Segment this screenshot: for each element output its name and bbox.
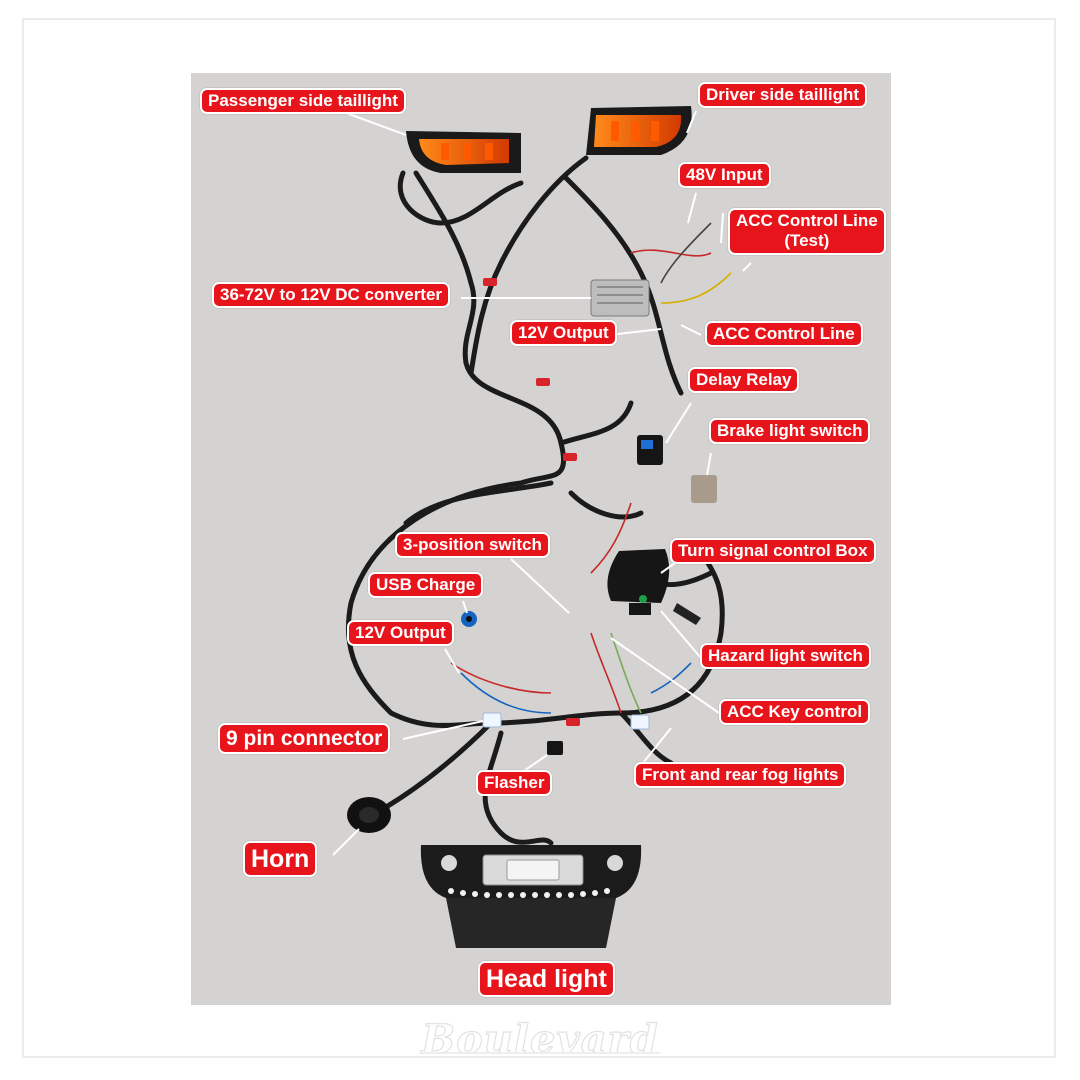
label-dc-converter: 36-72V to 12V DC converter bbox=[212, 282, 451, 309]
flasher-shape bbox=[547, 741, 563, 755]
label-delay-relay: Delay Relay bbox=[688, 367, 800, 394]
harness-drawing bbox=[332, 106, 752, 948]
label-acc-control-line-test: ACC Control Line (Test) bbox=[728, 208, 886, 255]
label-turn-signal-control-box: Turn signal control Box bbox=[670, 538, 876, 565]
passenger-taillight-shape bbox=[406, 131, 521, 173]
delay-relay-shape bbox=[637, 435, 663, 465]
driver-taillight-shape bbox=[586, 106, 692, 155]
label-48v-input: 48V Input bbox=[678, 162, 771, 189]
brake-switch-shape bbox=[691, 475, 717, 503]
label-passenger-side-taillight: Passenger side taillight bbox=[200, 88, 406, 115]
label-head-light: Head light bbox=[478, 961, 615, 997]
headlight-shape bbox=[420, 845, 642, 948]
label-12v-output-top: 12V Output bbox=[510, 320, 617, 347]
nine-pin-connector-shape bbox=[482, 712, 502, 728]
label-acc-control-line: ACC Control Line bbox=[705, 321, 863, 348]
label-3-position-switch: 3-position switch bbox=[395, 532, 550, 559]
label-acc-control-line-test-line2: (Test) bbox=[784, 231, 830, 251]
label-horn: Horn bbox=[243, 841, 318, 877]
label-brake-light-switch: Brake light switch bbox=[709, 418, 871, 445]
signal-wires bbox=[450, 222, 732, 714]
outer-frame bbox=[22, 18, 1056, 1058]
label-driver-side-taillight: Driver side taillight bbox=[698, 82, 868, 109]
label-flasher: Flasher bbox=[476, 770, 553, 797]
label-12v-output-bottom: 12V Output bbox=[347, 620, 454, 647]
brand-watermark-logo: Boulevard bbox=[421, 1015, 659, 1063]
label-9-pin-connector: 9 pin connector bbox=[218, 723, 391, 755]
watermark-underline bbox=[420, 1052, 660, 1054]
label-hazard-light-switch: Hazard light switch bbox=[700, 643, 871, 670]
label-usb-charge: USB Charge bbox=[368, 572, 484, 599]
label-acc-control-line-test-line1: ACC Control Line bbox=[736, 211, 878, 230]
label-acc-key-control: ACC Key control bbox=[719, 699, 871, 726]
dc-converter-shape bbox=[590, 279, 650, 317]
main-harness bbox=[345, 155, 725, 846]
turn-signal-box-shape bbox=[607, 549, 701, 625]
label-front-and-rear-fog-lights: Front and rear fog lights bbox=[634, 762, 847, 789]
pointer-lines bbox=[332, 110, 752, 856]
